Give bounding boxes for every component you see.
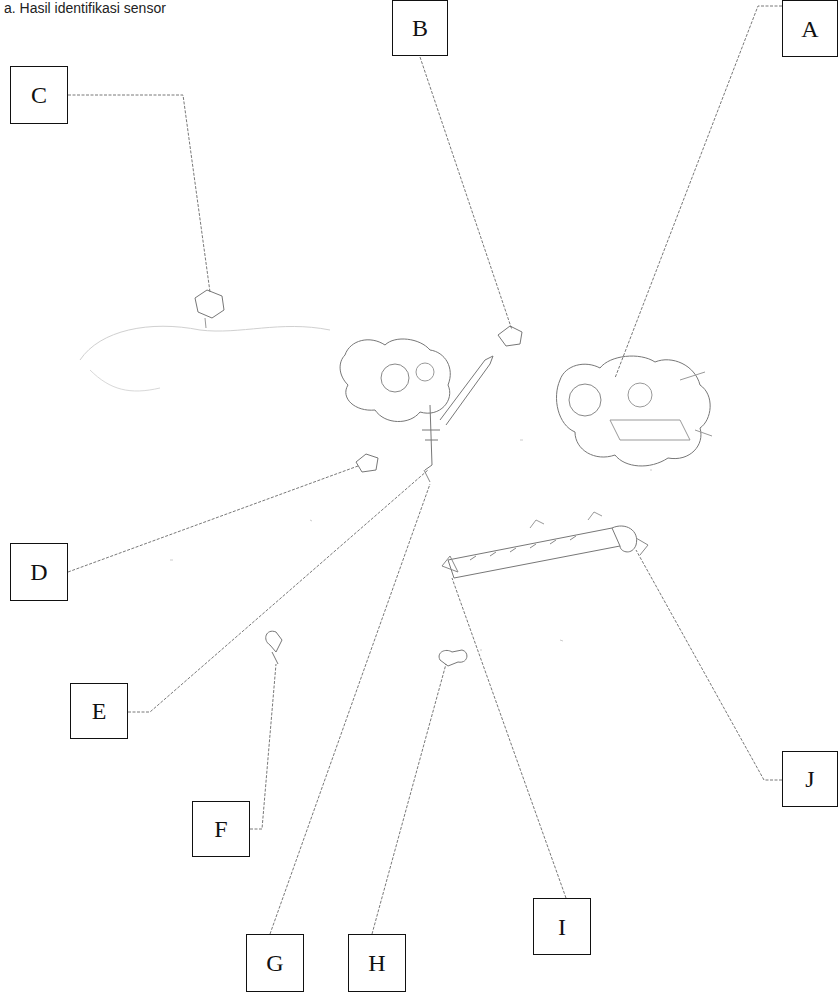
- callout-box: I: [533, 898, 591, 955]
- callout-box: J: [782, 751, 838, 807]
- leader-line: [420, 57, 512, 330]
- callout-box: D: [10, 543, 68, 601]
- leader-line: [372, 664, 446, 934]
- callout-letter: F: [214, 817, 227, 841]
- callout-box: B: [392, 0, 448, 56]
- callout-letter: G: [266, 951, 283, 975]
- heading: a. Hasil identifikasi sensor: [4, 0, 166, 16]
- callout-box: C: [10, 66, 68, 124]
- callout-box: H: [348, 934, 406, 992]
- leader-line: [636, 550, 782, 780]
- callout-box: A: [782, 0, 838, 57]
- leader-line: [68, 95, 210, 292]
- callout-letter: B: [412, 16, 428, 40]
- leader-line: [250, 664, 276, 829]
- callout-box: G: [246, 934, 304, 992]
- callout-letter: C: [31, 83, 47, 107]
- callout-box: F: [192, 801, 250, 857]
- leader-line: [452, 578, 566, 898]
- leader-lines: [68, 6, 782, 934]
- callout-letter: E: [92, 699, 107, 723]
- callout-letter: D: [30, 560, 47, 584]
- callout-letter: A: [801, 17, 818, 41]
- leader-line: [68, 466, 358, 572]
- leader-line: [270, 484, 430, 934]
- callout-letter: J: [805, 767, 814, 791]
- illustration: [80, 290, 712, 666]
- leader-line: [615, 6, 782, 378]
- callout-letter: I: [558, 915, 566, 939]
- callout-box: E: [70, 683, 128, 739]
- callout-letter: H: [368, 951, 385, 975]
- leader-line: [128, 470, 428, 712]
